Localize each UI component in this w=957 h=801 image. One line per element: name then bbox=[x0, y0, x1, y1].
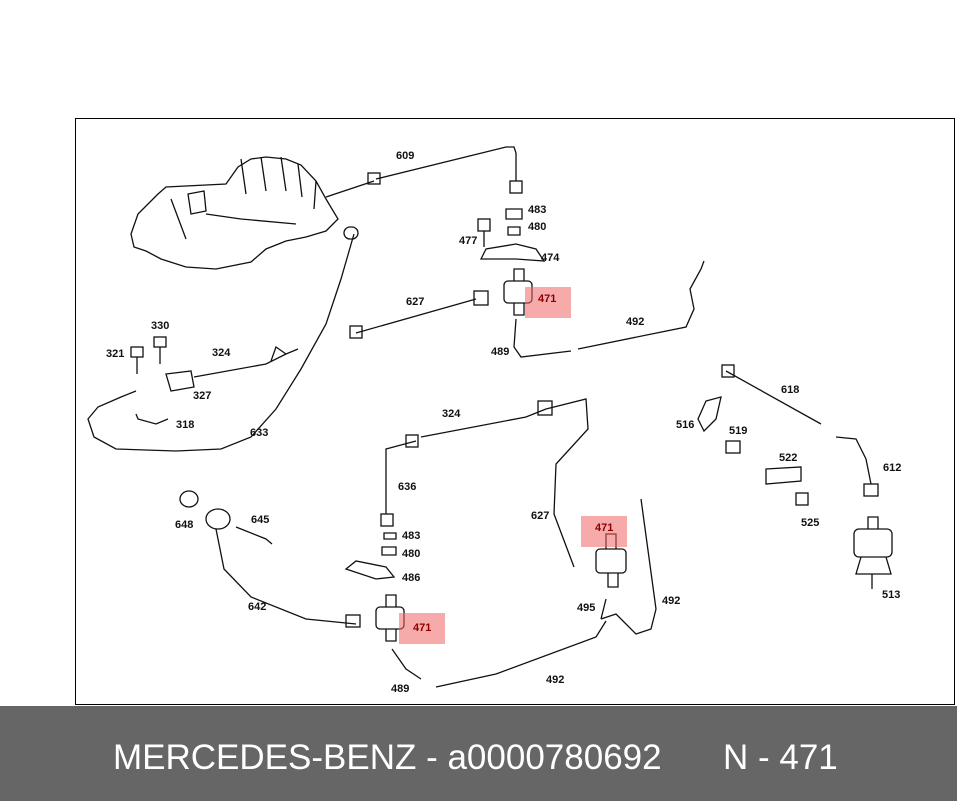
highlight-471-top-label: 471 bbox=[538, 293, 557, 305]
label-318: 318 bbox=[176, 419, 195, 431]
label-648: 648 bbox=[175, 519, 194, 531]
label-324: 324 bbox=[212, 347, 231, 359]
label-483-middle: 483 bbox=[402, 530, 421, 542]
highlight-471-right-label: 471 bbox=[595, 522, 614, 534]
pipe-642 bbox=[215, 528, 357, 625]
label-495: 495 bbox=[577, 602, 596, 614]
label-486: 486 bbox=[402, 572, 421, 584]
hose-489-bottom bbox=[391, 648, 422, 680]
label-489-bottom: 489 bbox=[391, 683, 410, 695]
pipe-627-top bbox=[355, 298, 477, 334]
label-324-middle: 324 bbox=[442, 408, 461, 420]
highlight-471-mid-label: 471 bbox=[413, 622, 432, 634]
label-483: 483 bbox=[528, 204, 547, 216]
engine-housing bbox=[130, 156, 339, 270]
pipe-633 bbox=[87, 233, 355, 452]
label-330: 330 bbox=[151, 320, 170, 332]
footer-bar: MERCEDES-BENZ - a0000780692 N - 471 bbox=[0, 706, 957, 801]
label-642: 642 bbox=[248, 601, 267, 613]
footer-position-code: N - 471 bbox=[723, 738, 838, 777]
label-477: 477 bbox=[459, 235, 478, 247]
label-633: 633 bbox=[250, 427, 269, 439]
label-321: 321 bbox=[106, 348, 125, 360]
regulator-right bbox=[595, 548, 627, 574]
highlight-471-right[interactable] bbox=[581, 516, 627, 547]
parts-drawing bbox=[87, 146, 893, 688]
highlight-471-top[interactable] bbox=[525, 287, 571, 318]
label-513: 513 bbox=[882, 589, 901, 601]
label-627-middle: 627 bbox=[531, 510, 550, 522]
label-516: 516 bbox=[676, 419, 695, 431]
footer-part-number: MERCEDES-BENZ - a0000780692 bbox=[113, 738, 662, 777]
hose-489-top bbox=[513, 318, 572, 358]
label-618: 618 bbox=[781, 384, 800, 396]
label-492-right: 492 bbox=[662, 595, 681, 607]
regulator-513 bbox=[853, 528, 893, 558]
label-489: 489 bbox=[491, 346, 510, 358]
pipe-609 bbox=[375, 146, 517, 181]
label-612: 612 bbox=[883, 462, 902, 474]
label-492: 492 bbox=[626, 316, 645, 328]
label-480: 480 bbox=[528, 221, 547, 233]
label-636: 636 bbox=[398, 481, 417, 493]
label-480-middle: 480 bbox=[402, 548, 421, 560]
diagram-frame: 609 483 480 477 474 627 492 489 330 321 … bbox=[75, 118, 955, 705]
label-327: 327 bbox=[193, 390, 212, 402]
highlight-471-mid[interactable] bbox=[399, 613, 445, 644]
label-474: 474 bbox=[541, 252, 560, 264]
label-525: 525 bbox=[801, 517, 820, 529]
pipe-618 bbox=[725, 370, 822, 425]
pipe-636 bbox=[385, 440, 417, 514]
label-609: 609 bbox=[396, 150, 415, 162]
label-519: 519 bbox=[729, 425, 748, 437]
label-522: 522 bbox=[779, 452, 798, 464]
label-627: 627 bbox=[406, 296, 425, 308]
label-492-bottom: 492 bbox=[546, 674, 565, 686]
label-645: 645 bbox=[251, 514, 270, 526]
